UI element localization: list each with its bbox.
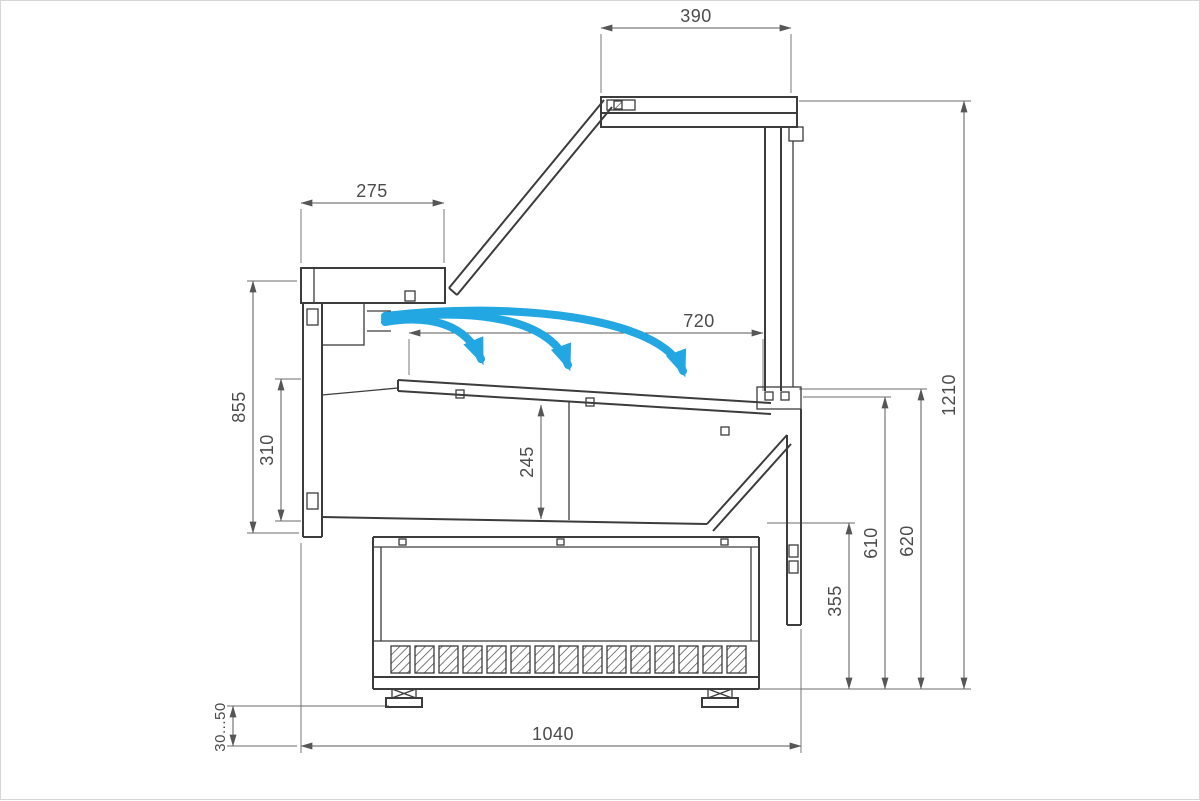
feet [385,688,739,708]
rear-column [756,127,802,410]
base-unit [372,536,760,690]
display-deck [397,379,772,415]
dim-overall-height-label: 1210 [939,374,959,416]
dim-overall-height: 1210 [757,100,971,690]
foot-left [385,688,423,708]
dim-deck-length-label: 720 [683,311,715,331]
dim-base-front-height-label: 355 [825,585,845,617]
display-case-drawing [300,96,804,708]
airflow-arrow-3 [381,306,687,378]
dim-rear-opening-height: 310 [257,378,301,522]
dim-well-height: 245 [517,404,545,520]
dim-front-height: 620 [799,388,927,690]
dim-foot-adjustment: 30...50 [212,702,389,752]
body-panel [321,402,730,525]
canopy-lamp-detail [613,100,623,110]
air-duct [321,302,399,396]
dim-rear-height: 855 [229,280,299,534]
dim-well-height-label: 245 [517,446,537,478]
dim-foot-adjustment-label: 30...50 [212,702,229,751]
airflow-arrow-1 [381,315,485,366]
foot-right [701,688,739,708]
dim-rear-shelf-depth: 275 [300,181,445,263]
dim-canopy-width-label: 390 [680,6,712,26]
front-glass [448,99,613,296]
dim-rear-shelf-depth-label: 275 [356,181,388,201]
rear-shelf [300,267,446,304]
airflow-arrows [381,306,687,378]
ventilation-grille [390,645,747,674]
dim-rear-height-label: 855 [229,391,249,423]
dim-overall-depth-label: 1040 [532,724,574,744]
dim-base-front-height: 355 [767,522,855,690]
rear-panel [302,303,323,538]
dim-canopy-width: 390 [600,6,792,93]
dim-front-inner-height: 610 [803,396,891,690]
canopy [600,96,804,142]
dim-front-height-label: 620 [897,525,917,557]
front-panel [706,409,802,626]
dimensions: 390 275 720 1210 855 [212,6,971,753]
dim-overall-depth: 1040 [300,543,802,753]
dim-rear-opening-height-label: 310 [257,434,277,466]
dim-deck-length: 720 [408,311,764,391]
dim-front-inner-height-label: 610 [861,527,881,559]
